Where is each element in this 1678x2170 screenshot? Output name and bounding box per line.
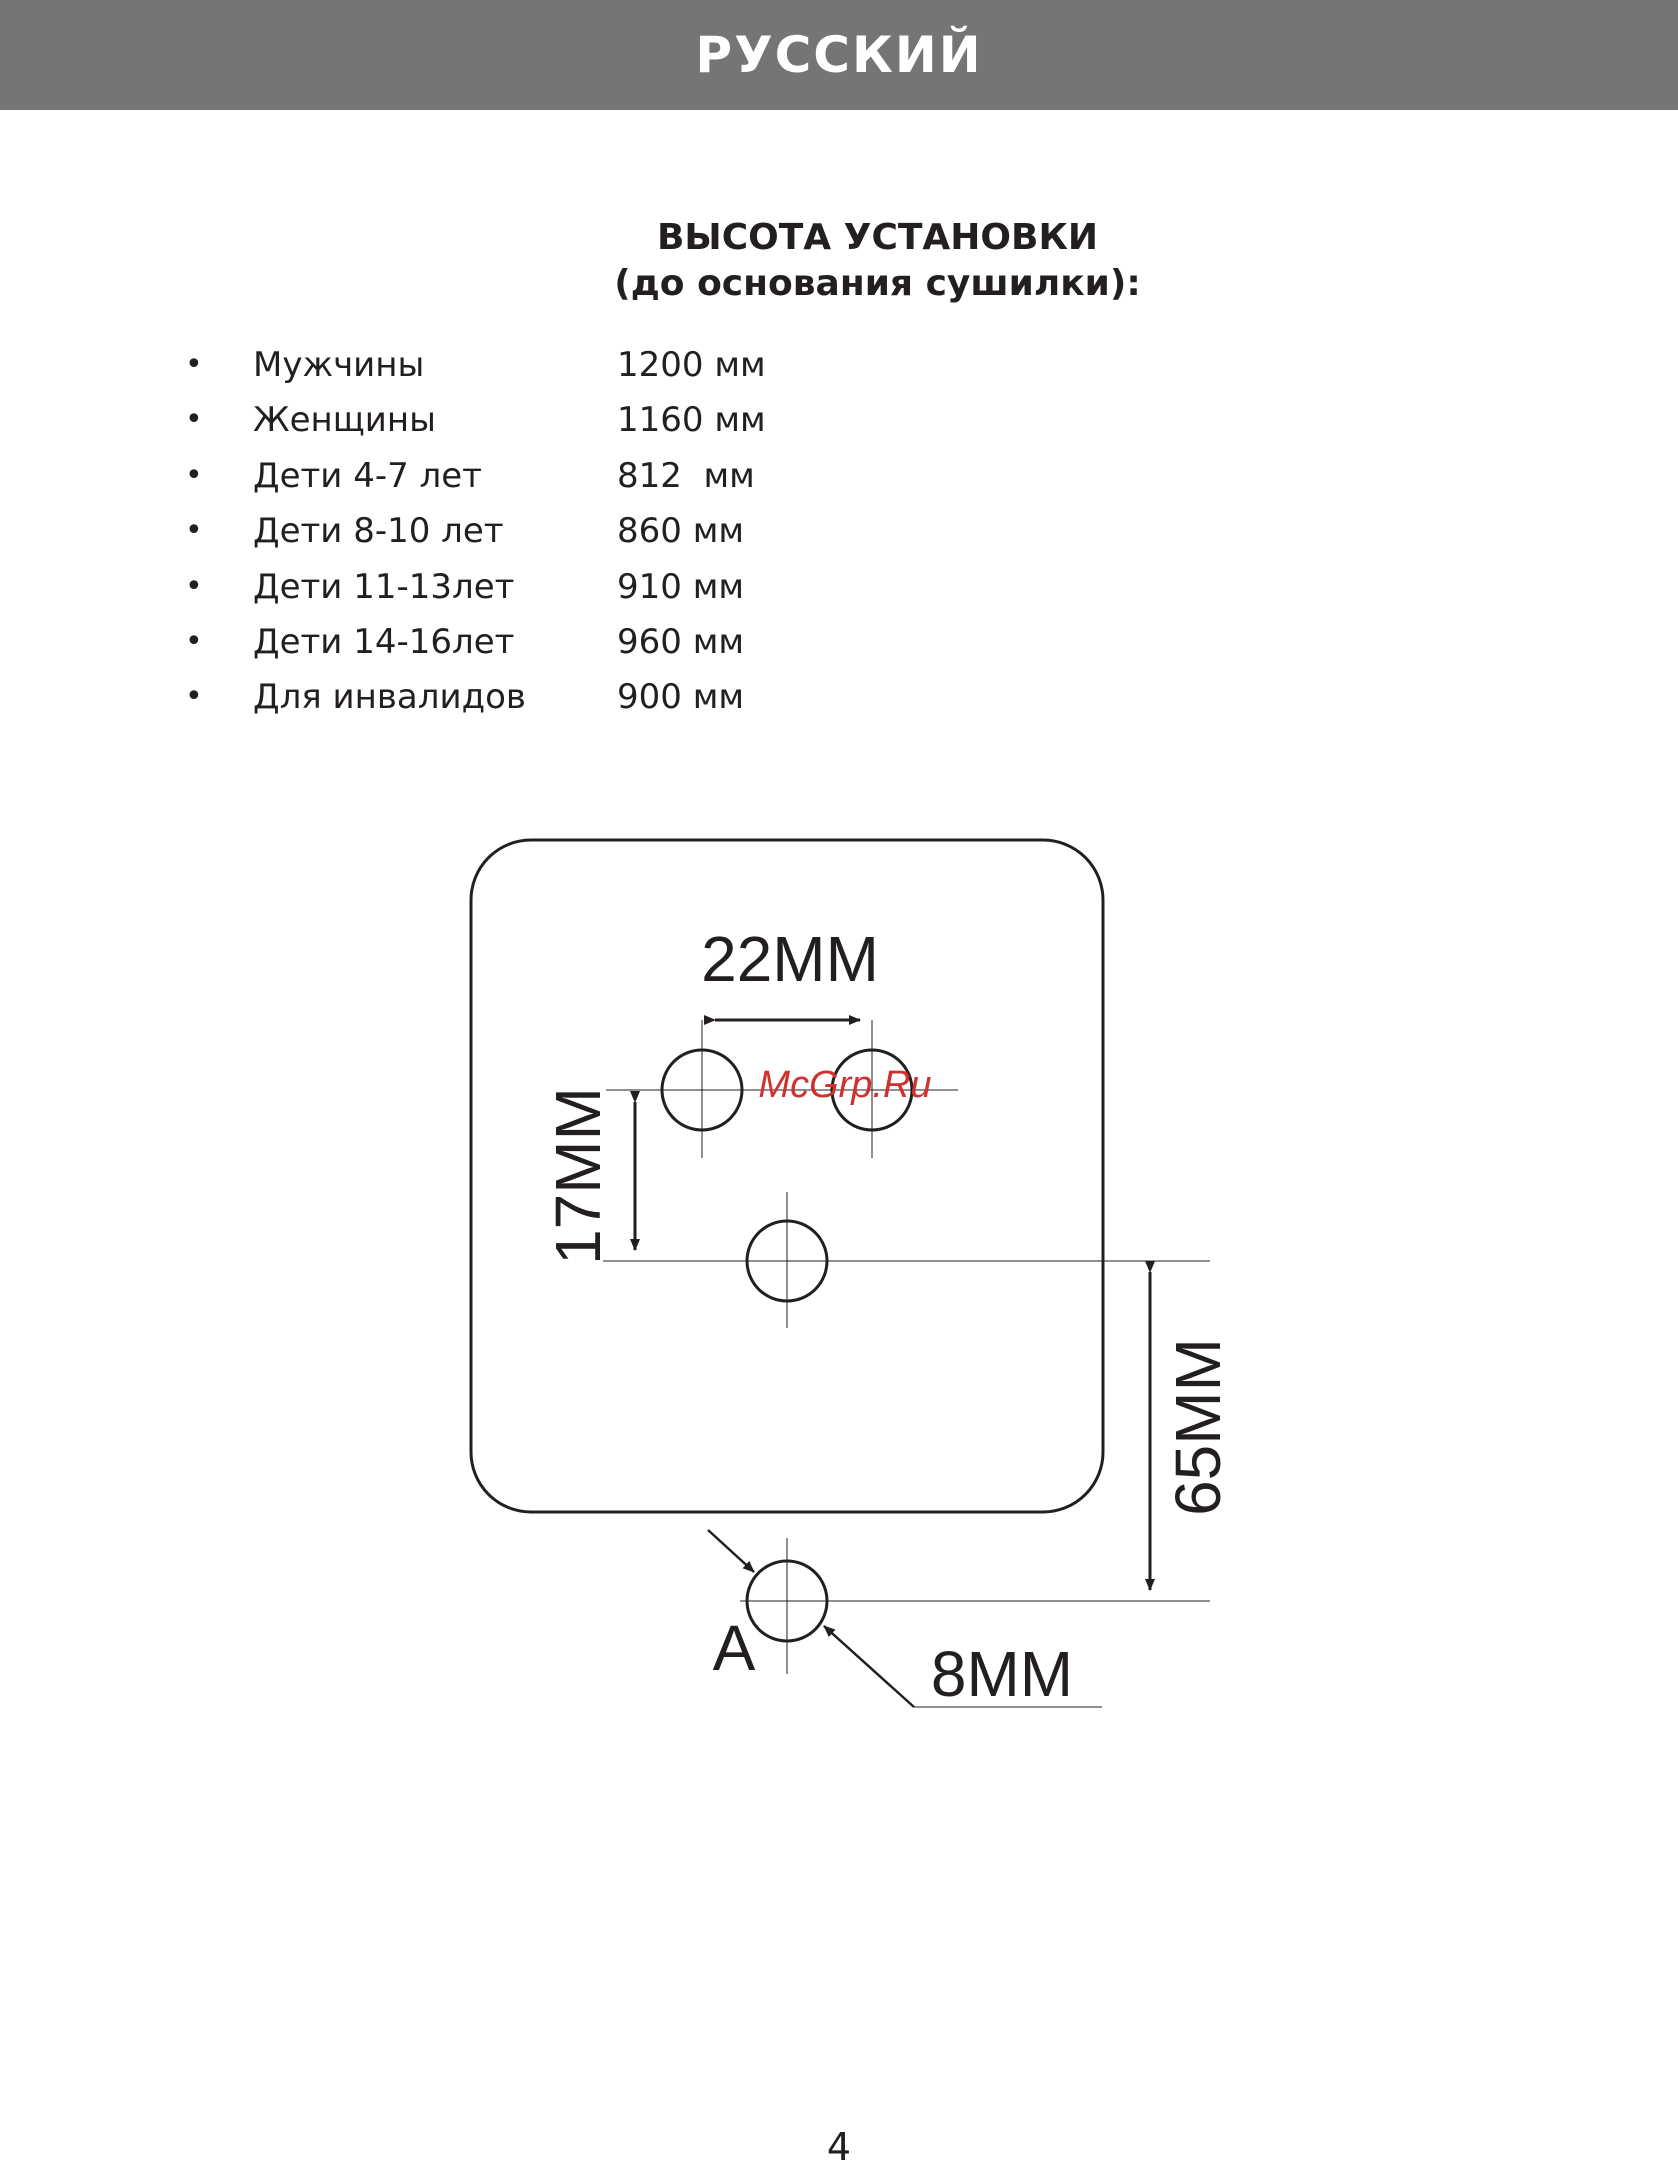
bullet: •	[185, 451, 203, 501]
height-group-label: Женщины	[253, 395, 436, 445]
height-group-label: Дети 8-10 лет	[253, 506, 504, 556]
height-group-label: Мужчины	[253, 340, 424, 390]
guide-lines	[603, 820, 1210, 1707]
height-group-label: Дети 4-7 лет	[253, 451, 482, 501]
page-number: 4	[0, 2125, 1678, 2169]
dimension-label-8mm: 8MM	[931, 1638, 1073, 1710]
bullet: •	[185, 395, 203, 445]
dimension-label-65mm: 65MM	[1162, 1338, 1234, 1516]
height-value: 860 мм	[617, 506, 744, 556]
section-title-line-2: (до основания сушилки):	[0, 261, 1678, 307]
watermark: McGrp.Ru	[758, 1064, 931, 1106]
height-group-label: Дети 11-13лет	[253, 562, 514, 612]
language-title: РУССКИЙ	[695, 26, 982, 84]
height-group-label: Для инвалидов	[253, 672, 526, 722]
height-value: 812 мм	[617, 451, 755, 501]
section-heading: ВЫСОТА УСТАНОВКИ (до основания сушилки):	[0, 215, 1678, 307]
bullet: •	[185, 506, 203, 556]
height-value: 900 мм	[617, 672, 744, 722]
section-title-line-1: ВЫСОТА УСТАНОВКИ	[0, 215, 1678, 261]
bullet: •	[185, 562, 203, 612]
height-group-label: Дети 14-16лет	[253, 617, 514, 667]
height-value: 1200 мм	[617, 340, 766, 390]
bullet: •	[185, 672, 203, 722]
bullet: •	[185, 340, 203, 390]
height-value: 960 мм	[617, 617, 744, 667]
point-label-a: A	[713, 1612, 756, 1684]
height-value: 910 мм	[617, 562, 744, 612]
leader-arrow-8mm	[824, 1626, 914, 1707]
bullet: •	[185, 617, 203, 667]
leader-arrow-a	[708, 1530, 754, 1572]
dimension-label-17mm: 17MM	[542, 1087, 614, 1265]
height-value: 1160 мм	[617, 395, 766, 445]
language-header: РУССКИЙ	[0, 0, 1678, 110]
dimension-label-22mm: 22MM	[701, 923, 879, 995]
mounting-template-diagram: 22MM 17MM 65MM 8MM A McGrp.Ru	[440, 820, 1240, 1740]
